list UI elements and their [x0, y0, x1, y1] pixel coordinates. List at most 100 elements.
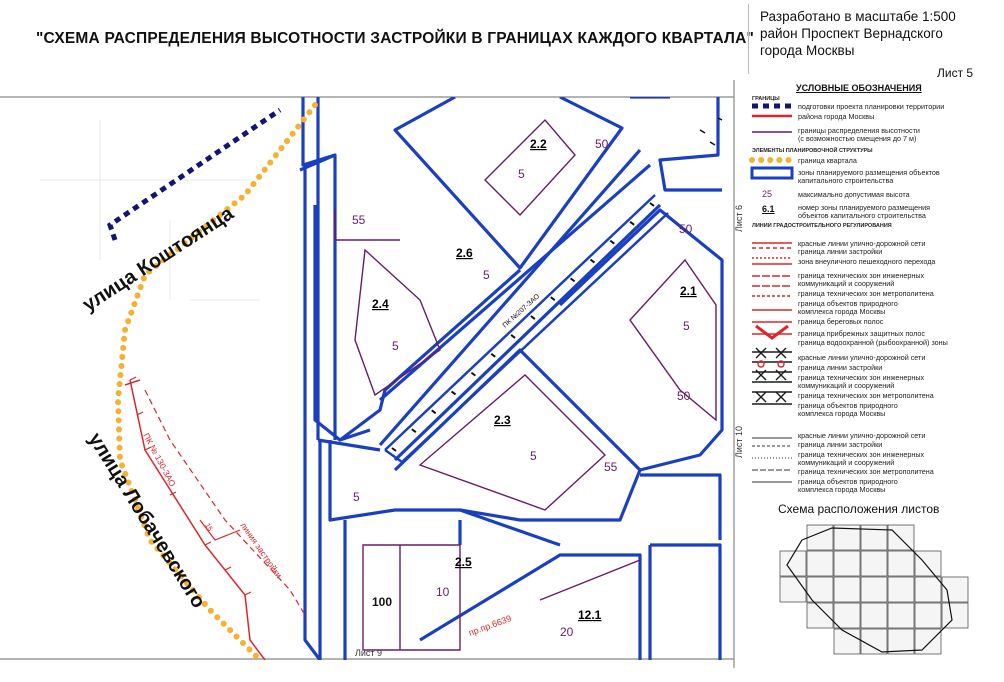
legend-item-8: красные линии улично-дорожной сети грани…: [798, 239, 926, 256]
legend-item-5: зоны планируемого размещения объектов ка…: [798, 168, 940, 185]
zone-id-12-1: 12.1: [578, 608, 602, 622]
zone-inner-unnamed: 5: [353, 490, 360, 504]
info-city: города Москвы: [760, 43, 855, 58]
info-scale: Разработано в масштабе 1:500: [760, 9, 956, 24]
zone-inner-2-5: 10: [436, 585, 450, 599]
legend-item-4: граница квартала: [798, 156, 857, 165]
corridor-tick: [609, 239, 615, 245]
legend-item-25: граница объектов природного комплекса го…: [798, 477, 898, 494]
legend-item-13: граница береговых полос: [798, 317, 884, 326]
red-line-tick: [204, 541, 212, 546]
zone-id-2-6: 2.6: [456, 246, 473, 260]
legend-item-7: номер зоны планируемого размещения объек…: [798, 203, 930, 220]
corridor-tick: [431, 409, 437, 415]
legend-item-3: границы распределения высотности (с возм…: [798, 126, 920, 143]
legend-head-borders: ГРАНИЦЫ: [752, 96, 780, 102]
pedestrian-corridor: [384, 194, 669, 464]
zone-inner-2-2: 5: [518, 167, 525, 181]
legend-blue-symbol: [750, 166, 794, 180]
map-canvas: Лист 2 Лист 9 улица Коштоянца улица Лоба…: [0, 80, 742, 668]
legend-item-20: граница объектов природного комплекса го…: [798, 401, 898, 418]
map-title: "СХЕМА РАСПРЕДЕЛЕНИЯ ВЫСОТНОСТИ ЗАСТРОЙК…: [36, 30, 755, 47]
sheet-cell: [860, 550, 888, 577]
info-text: Разработано в масштабе 1:500 район Просп…: [760, 8, 990, 59]
legend-item-18: граница технических зон инженерных комму…: [798, 373, 925, 390]
sheet-cell: [860, 576, 888, 603]
zone-height-2-2: 50: [595, 137, 609, 151]
red-line-label-pk130: ПК № 130-ЗАО: [141, 431, 178, 488]
sheet-right-label-6: Лист 6: [734, 205, 742, 232]
corridor-tick: [470, 371, 476, 377]
sheet-cell: [833, 524, 861, 551]
legend-red-group: [752, 242, 792, 340]
legend-head-elements: ЭЛЕМЕНТЫ ПЛАНИРОВОЧНОЙ СТРУКТУРЫ: [752, 148, 873, 154]
legend-num-61: 6.1: [762, 204, 775, 214]
sheet-top-label: Лист 2: [355, 85, 382, 95]
corridor-tick: [570, 277, 576, 283]
street-koshtoyantsa: улица Коштоянца: [79, 202, 239, 316]
red-line-tick: [169, 491, 177, 496]
sheet-cell: [914, 550, 942, 577]
sheet-cell: [833, 602, 861, 629]
zone-id-2-3: 2.3: [494, 413, 511, 427]
corridor-tick: [629, 221, 635, 226]
sheet-cell: [887, 576, 915, 603]
quarter-dotted-border: [114, 102, 318, 660]
sheet-cell: [887, 628, 915, 655]
sheet-cell: [914, 576, 942, 603]
red-line-tick: [136, 411, 144, 416]
legend-item-23: граница технических зон инженерных комму…: [798, 450, 925, 467]
legend-item-9: зона внеуличного пешеходного перехода: [798, 257, 936, 266]
corridor-tick: [589, 258, 596, 264]
zone-inner-2-4: 5: [392, 339, 399, 353]
legend-item-15: граница водоохранной (рыбоохранной) зоны: [798, 338, 948, 347]
legend-item-10: граница технических зон инженерных комму…: [798, 271, 925, 288]
zone-inner-2-6: 5: [483, 268, 490, 282]
legend-item-6: максимально допустимая высота: [798, 190, 910, 199]
sheet-cell: [806, 576, 834, 603]
legend-item-21: красные линии улично-дорожной сети: [798, 431, 926, 440]
zone-left-2-5: 100: [372, 595, 392, 609]
zone-height-2-6: 55: [352, 213, 366, 227]
background-grid: [40, 120, 260, 301]
legend-num-25: 25: [762, 189, 773, 199]
quarter-boundaries: [299, 97, 724, 660]
project-boundary: [107, 107, 282, 241]
corridor-tick: [550, 296, 556, 302]
corridor-tick: [530, 315, 536, 320]
zone-id-2-1: 2.1: [680, 284, 697, 298]
zone-inner-2-1: 5: [683, 319, 690, 333]
legend-title: УСЛОВНЫЕ ОБОЗНАЧЕНИЯ: [796, 83, 922, 93]
legend-item-24: граница технических зон метрополитена: [798, 467, 934, 476]
zone-labels: 2.2 50 5 2.6 55 5 2.1 50 5 50 2.4 5 2.3 …: [352, 137, 697, 639]
legend-symbols: [749, 103, 795, 483]
legend-item-14: граница прибрежных защитных полос: [798, 329, 926, 338]
sheet-cell: [887, 602, 915, 629]
legend-item-12: граница объектов природного комплекса го…: [798, 299, 898, 316]
legend-item-19: граница технических зон метрополитена: [798, 391, 934, 400]
zone-id-2-4: 2.4: [372, 297, 389, 311]
sheet-cell: [860, 628, 888, 655]
height-zones: [334, 118, 717, 651]
sheet-cell: [887, 524, 915, 551]
legend-gray-group: [752, 437, 792, 483]
boundary-ticks: [699, 117, 723, 146]
sheet-cell: [833, 576, 861, 603]
legend-item-22: граница линии застройки: [798, 440, 883, 449]
legend-item-16: красные линии улично-дорожной сети: [798, 353, 926, 362]
red-line-tick: [244, 591, 252, 596]
corridor-tick: [649, 202, 655, 207]
zone-height-2-3: 55: [604, 460, 618, 474]
sheet-right-label-10: Лист 10: [734, 426, 742, 458]
legend-item-11: граница технических зон метрополитена: [798, 289, 934, 298]
sheets-scheme-diagram: [779, 524, 969, 655]
building-line-label: линия застройки: [238, 520, 284, 580]
sheet-cell: [860, 602, 888, 629]
corridor-tick: [450, 390, 457, 396]
info-box: [748, 4, 1001, 74]
zone-height2-2-1: 50: [677, 389, 691, 403]
sheet-cell: [887, 550, 915, 577]
zone-id-2-5: 2.5: [455, 555, 472, 569]
red-line-tick: [144, 446, 152, 451]
legend-item-2: района города Москвы: [798, 112, 875, 121]
